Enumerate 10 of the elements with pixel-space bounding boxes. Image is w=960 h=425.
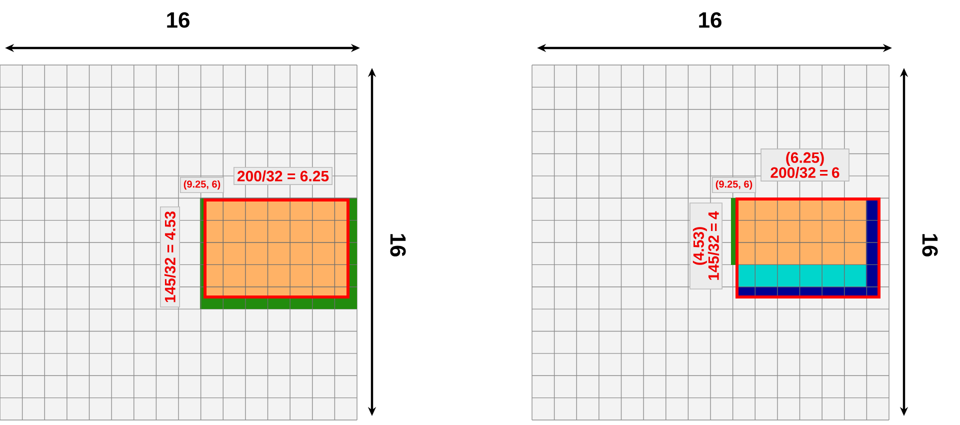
- coordinate-label: (9.25, 6): [712, 176, 756, 194]
- value-label: 200/32 = 6.25: [234, 167, 332, 185]
- dimension-label: 16: [390, 234, 406, 256]
- dimension-label: 16: [167, 12, 190, 28]
- coordinate-label: (9.25, 6): [180, 176, 224, 194]
- value-label: (6.25) 200/32 = 6: [760, 148, 850, 182]
- dimension-label: 16: [699, 12, 722, 28]
- value-label: 145/32 = 4.53: [160, 206, 180, 308]
- value-label: (4.53) 145/32 = 4: [690, 202, 722, 290]
- dimension-label: 16: [922, 234, 938, 256]
